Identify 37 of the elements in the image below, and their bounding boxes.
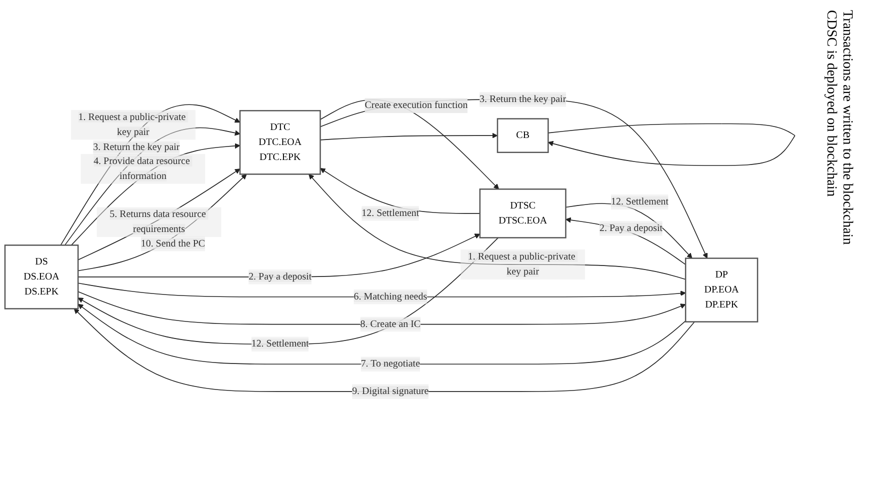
node-box: CB <box>496 118 549 153</box>
edge-label: Create execution function <box>364 100 468 110</box>
edge-label: 2. Pay a deposit <box>248 270 312 282</box>
edge-label: 7. To negotiate <box>360 358 420 369</box>
arrow <box>78 233 480 277</box>
arrow <box>308 173 686 280</box>
edge-label: 1. Request a public-private key pair <box>78 111 186 137</box>
arrow <box>78 303 686 364</box>
arrow <box>64 126 240 246</box>
arrow <box>320 132 498 140</box>
node-box: DP DP.EOA DP.EPK <box>684 257 758 322</box>
note-text: CDSC is deployed on blockchain <box>822 10 838 197</box>
arrow <box>565 202 692 258</box>
arrow <box>78 168 240 260</box>
edge-label: 3. Return the key pair <box>480 93 566 104</box>
edge-label: 10. Send the PC <box>140 238 206 248</box>
edge-label: 2. Pay a deposit <box>599 222 663 233</box>
node-box: DS DS.EOA DS.EPK <box>4 244 79 309</box>
arrow <box>320 168 480 214</box>
edge-label: 12. Settlement <box>362 207 420 218</box>
edge-label: 6. Matching needs <box>354 290 428 302</box>
edge-label: 8. Create an IC <box>360 318 421 329</box>
edge-label: 1. Request a public-private key pair <box>468 250 576 276</box>
node-box: DTC DTC.EOA DTC.EPK <box>239 110 321 174</box>
edge-label: 9. Digital signature <box>352 385 429 396</box>
arrow <box>74 308 695 392</box>
arrow <box>566 216 686 264</box>
arrow <box>320 98 500 189</box>
edge-label: 4. Provide data resource information <box>94 155 190 181</box>
edge-label: 12. Settlement <box>610 196 669 206</box>
edge-label: 12. Settlement <box>251 338 309 349</box>
edge-label: 3. Return the key pair <box>93 142 180 152</box>
node-box: DTSC DTSC.EOA <box>479 188 566 238</box>
note-text: Transactions are written to the blockchain <box>838 10 854 245</box>
arrow <box>548 122 796 166</box>
arrow <box>60 104 240 246</box>
edge-label: 5. Returns data resource requirements <box>110 208 206 234</box>
